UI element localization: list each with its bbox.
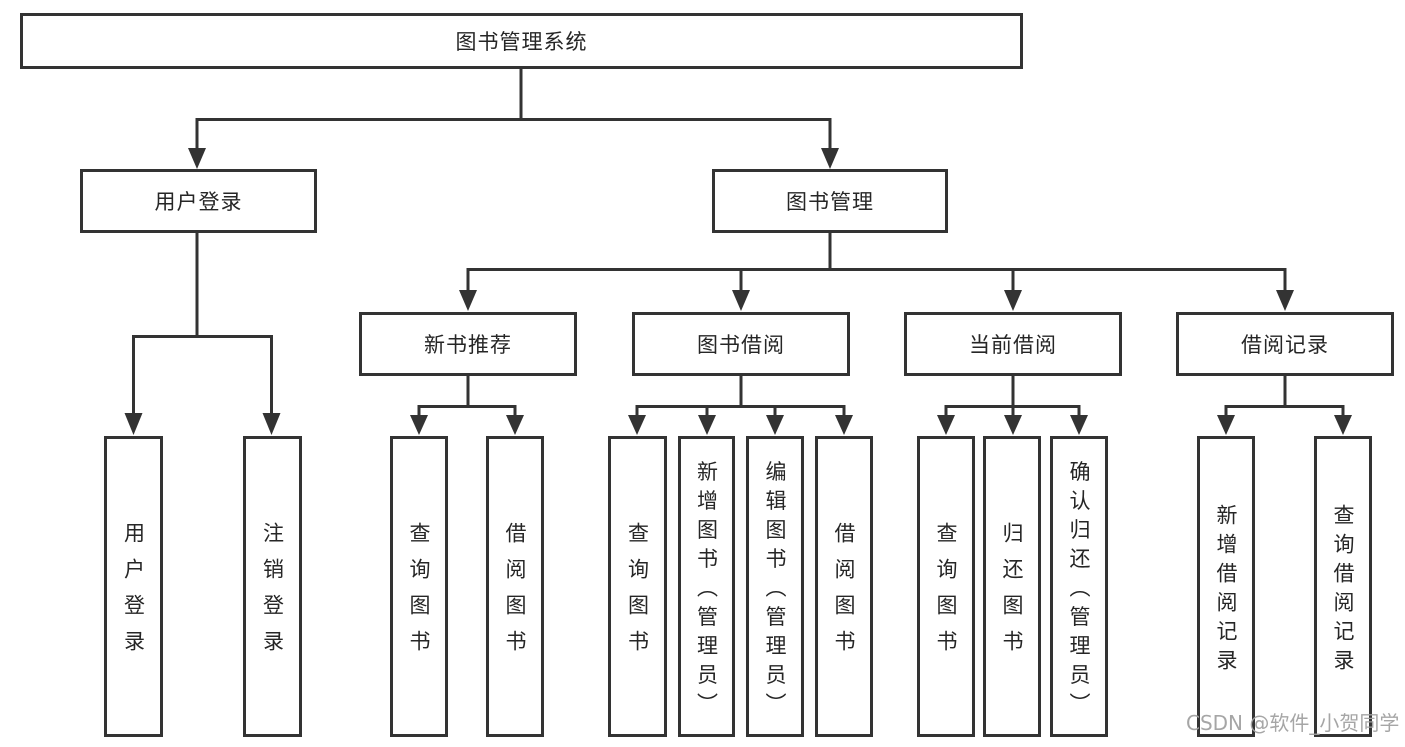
leaf-label: 借阅图书 (503, 521, 527, 666)
leaf-label: 归还图书 (1000, 521, 1024, 666)
leaf-label: 注销登录 (260, 521, 285, 666)
leaf-label: 编辑图书（管理员） (763, 460, 787, 721)
node-label: 图书管理系统 (455, 30, 588, 54)
arrowhead-icon (1004, 415, 1022, 435)
leaf-query-books: 查询图书 (608, 436, 667, 737)
leaf-confirm-return-admin: 确认归还（管理员） (1050, 436, 1108, 737)
node-root-system: 图书管理系统 (20, 13, 1023, 69)
leaf-logout: 注销登录 (243, 436, 302, 737)
arrowhead-icon (1217, 415, 1235, 435)
arrowhead-icon (628, 415, 646, 435)
arrowhead-icon (1070, 415, 1088, 435)
leaf-query-books: 查询图书 (390, 436, 448, 737)
leaf-borrow-books: 借阅图书 (815, 436, 873, 737)
node-label: 用户登录 (154, 190, 243, 214)
leaf-borrow-books: 借阅图书 (486, 436, 544, 737)
csdn-watermark: CSDN @软件_小贺同学 (1186, 711, 1400, 735)
node-label: 图书管理 (786, 190, 874, 214)
leaf-label: 查询图书 (625, 521, 650, 666)
leaf-label: 新增借阅记录 (1214, 503, 1238, 678)
arrowhead-icon (188, 148, 206, 169)
leaf-label: 查询借阅记录 (1331, 503, 1355, 678)
arrowhead-icon (1334, 415, 1352, 435)
arrowhead-icon (766, 415, 784, 435)
arrowhead-icon (506, 415, 524, 435)
leaf-label: 确认归还（管理员） (1067, 460, 1091, 721)
node-label: 图书借阅 (697, 333, 785, 357)
leaf-label: 查询图书 (407, 521, 431, 666)
node-book-management: 图书管理 (712, 169, 948, 233)
node-book-borrow: 图书借阅 (632, 312, 850, 376)
leaf-user-login: 用户登录 (104, 436, 163, 737)
arrowhead-icon (459, 290, 477, 311)
node-new-book-recommend: 新书推荐 (359, 312, 577, 376)
leaf-query-books: 查询图书 (917, 436, 975, 737)
leaf-label: 新增图书（管理员） (694, 460, 719, 721)
node-borrow-records: 借阅记录 (1176, 312, 1394, 376)
node-user-login: 用户登录 (80, 169, 317, 233)
leaf-label: 用户登录 (121, 521, 146, 666)
arrowhead-icon (821, 148, 839, 169)
leaf-label: 借阅图书 (832, 521, 856, 666)
arrowhead-icon (1276, 290, 1294, 311)
arrowhead-icon (262, 413, 281, 435)
arrowhead-icon (732, 290, 750, 311)
arrowhead-icon (410, 415, 428, 435)
arrowhead-icon (124, 413, 143, 435)
node-label: 新书推荐 (424, 333, 512, 357)
leaf-edit-book-admin: 编辑图书（管理员） (746, 436, 804, 737)
node-label: 借阅记录 (1241, 333, 1329, 357)
arrowhead-icon (1004, 290, 1022, 311)
leaf-query-borrow-record: 查询借阅记录 (1314, 436, 1372, 737)
leaf-add-borrow-record: 新增借阅记录 (1197, 436, 1255, 737)
arrowhead-icon (835, 415, 853, 435)
node-current-borrow: 当前借阅 (904, 312, 1122, 376)
arrowhead-icon (937, 415, 955, 435)
arrowhead-icon (698, 415, 716, 435)
node-label: 当前借阅 (969, 333, 1057, 357)
leaf-label: 查询图书 (934, 521, 958, 666)
leaf-return-books: 归还图书 (983, 436, 1041, 737)
leaf-add-book-admin: 新增图书（管理员） (678, 436, 735, 737)
